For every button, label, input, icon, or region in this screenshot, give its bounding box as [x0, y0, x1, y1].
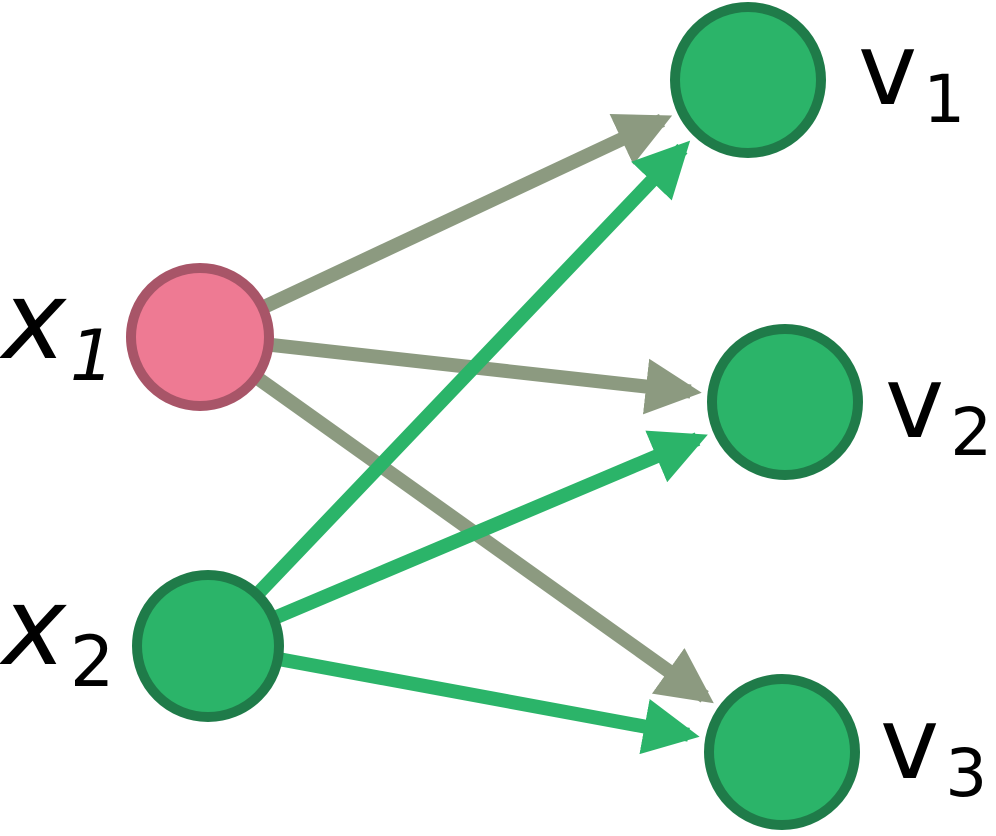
node-v2: [707, 324, 863, 480]
label-v3-sub: 3: [945, 735, 987, 812]
label-v2: v2: [885, 344, 992, 471]
labels: x1 x2 v1 v2 v3: [0, 11, 992, 812]
edge-x2-v2: [274, 430, 708, 624]
nodes: [126, 2, 863, 830]
node-v3: [704, 674, 860, 830]
edge-x2-v1: [254, 140, 691, 597]
label-v1-sub: 1: [923, 61, 965, 138]
label-x2-base: x: [0, 565, 67, 690]
label-x2-sub: 2: [70, 621, 115, 703]
edge-x2-v3: [280, 652, 700, 755]
label-v1: v1: [858, 11, 965, 138]
label-v1-base: v: [858, 11, 917, 128]
label-v3: v3: [880, 685, 987, 812]
label-v3-base: v: [880, 685, 939, 802]
edges: [254, 113, 714, 755]
edge-x1-v1: [263, 113, 673, 313]
label-x2: x2: [0, 565, 114, 703]
label-x1: x1: [0, 259, 114, 397]
node-x1: [126, 263, 274, 411]
label-x1-sub: 1: [70, 315, 115, 397]
edge-x1-v3: [255, 373, 714, 704]
node-v1: [670, 2, 826, 158]
label-x1-base: x: [0, 259, 67, 384]
node-x2: [132, 570, 284, 722]
label-v2-sub: 2: [950, 394, 992, 471]
label-v2-base: v: [885, 344, 944, 461]
